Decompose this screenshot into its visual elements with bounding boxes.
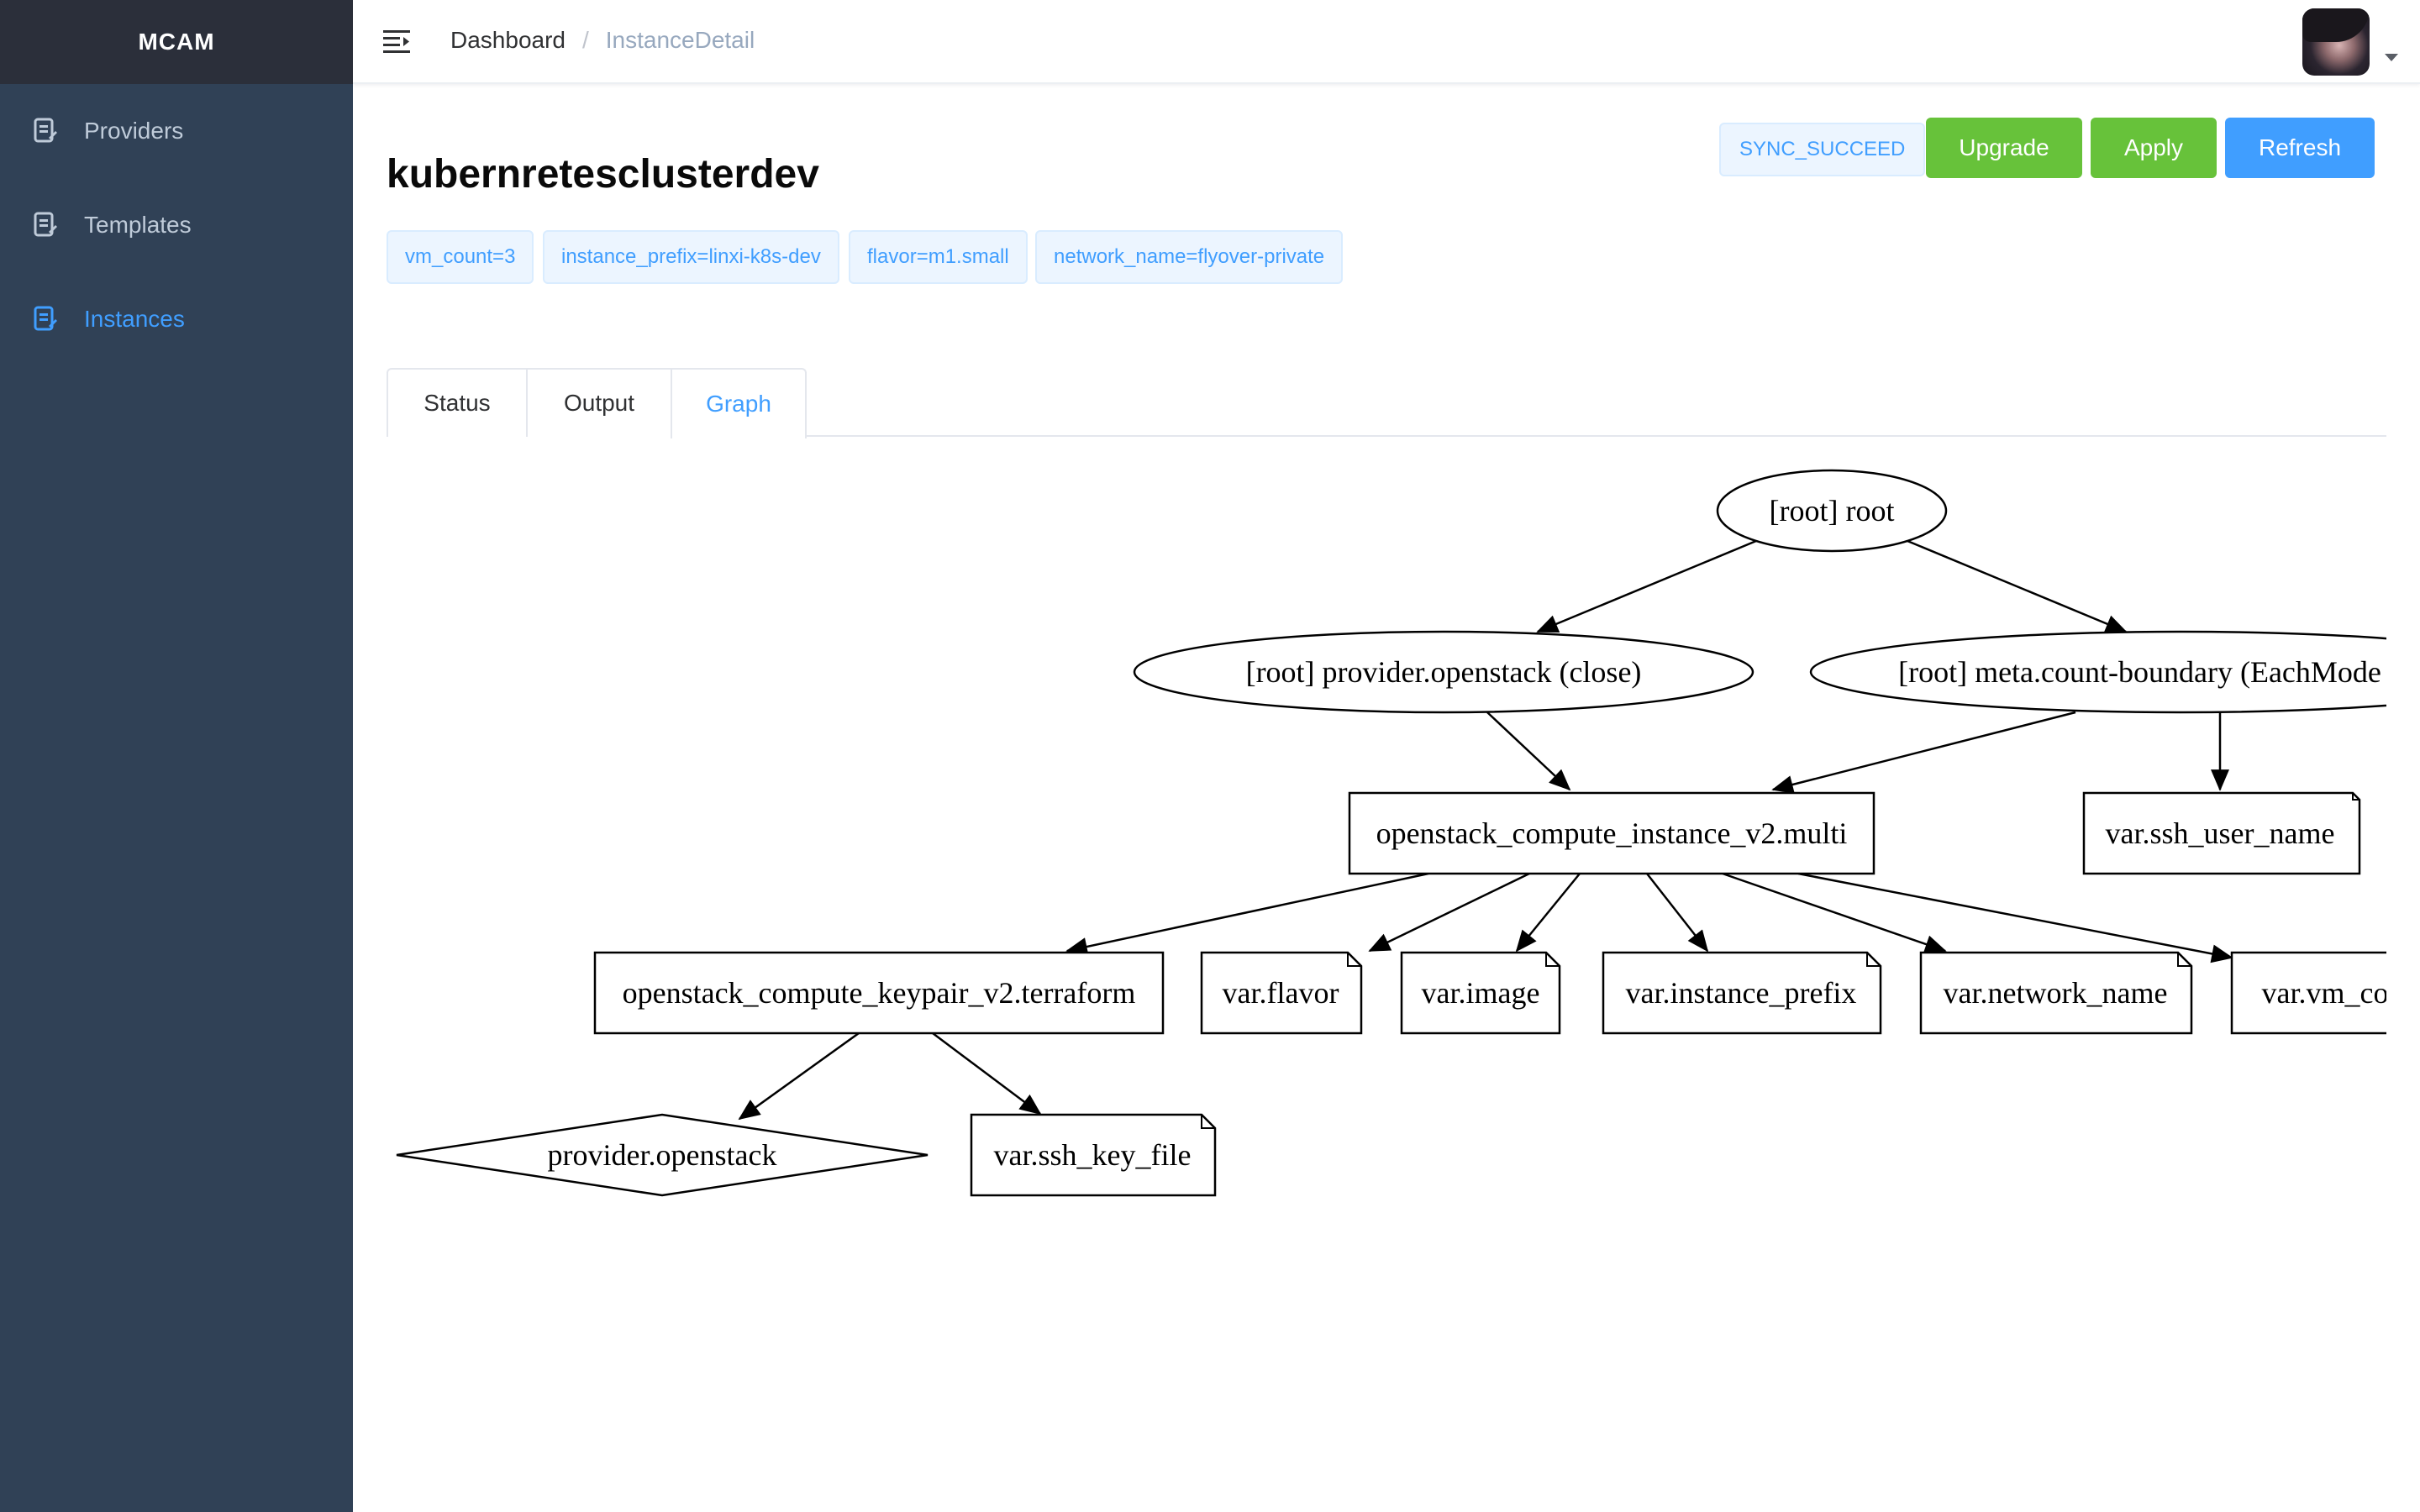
avatar[interactable]	[2302, 8, 2370, 76]
page-title: kubernretesclusterdev	[387, 152, 819, 197]
graph-node-image	[1400, 951, 1561, 1035]
top-navbar: Dashboard / InstanceDetail	[353, 0, 2420, 84]
app-logo: MCAM	[0, 0, 353, 84]
graph-node-label: [root] provider.openstack (close)	[1246, 655, 1642, 689]
upgrade-button[interactable]: Upgrade	[1926, 118, 2082, 178]
graph-edge	[1797, 872, 2233, 963]
graph-edge	[738, 1032, 860, 1121]
tab-bar: Status Output Graph	[387, 368, 2386, 438]
sidebar-item-templates[interactable]: Templates	[0, 178, 353, 272]
sidebar: MCAM Providers Templates Instances	[0, 0, 353, 1512]
graph-node-label: provider.openstack	[548, 1138, 777, 1172]
hamburger-menu-icon[interactable]	[381, 27, 412, 57]
graph-node-label: var.ssh_key_file	[994, 1138, 1192, 1172]
graph-node-provider-close	[1133, 630, 1754, 714]
refresh-button[interactable]: Refresh	[2225, 118, 2375, 178]
graph-node-flavor	[1200, 951, 1363, 1035]
variable-tag: network_name=flyover-private	[1035, 230, 1344, 284]
breadcrumb-separator: /	[581, 27, 589, 53]
graph-edge	[1065, 872, 1429, 956]
graph-node-provider	[396, 1113, 929, 1197]
graph-node-vmcount	[2230, 951, 2386, 1035]
tab-graph[interactable]: Graph	[671, 368, 807, 438]
graph-edge	[1646, 873, 1709, 953]
graph-node-label: var.flavor	[1223, 976, 1339, 1010]
main-content: kubernretesclusterdev SYNC_SUCCEED Upgra…	[353, 84, 2420, 1512]
graph-node-label: var.instance_prefix	[1626, 976, 1857, 1010]
graph-node-label: [root] root	[1770, 494, 1895, 528]
graph-node-sshkey	[970, 1113, 1217, 1197]
breadcrumb-current: InstanceDetail	[605, 27, 755, 53]
document-edit-icon	[34, 306, 57, 333]
breadcrumb-dashboard-link[interactable]: Dashboard	[450, 27, 566, 53]
graph-node-prefix	[1602, 951, 1882, 1035]
variable-tag: instance_prefix=linxi-k8s-dev	[543, 230, 839, 284]
tab-output[interactable]: Output	[526, 368, 672, 437]
graph-edge	[1771, 711, 2076, 794]
variable-tag: flavor=m1.small	[849, 230, 1028, 284]
graph-node-meta-count	[1809, 630, 2386, 714]
graph-edge	[932, 1032, 1042, 1116]
graph-node-label: [root] meta.count-boundary (EachMode fix…	[1898, 655, 2386, 689]
graph-node-label: openstack_compute_keypair_v2.terraform	[623, 976, 1136, 1010]
variable-tag: vm_count=3	[387, 230, 534, 284]
sidebar-item-label: Templates	[84, 212, 192, 238]
sidebar-item-providers[interactable]: Providers	[0, 84, 353, 178]
graph-node-root	[1716, 469, 1948, 553]
graph-node-label: var.ssh_user_name	[2106, 816, 2335, 850]
graph-edge	[1515, 873, 1581, 953]
graph-node-label: var.vm_count	[2262, 976, 2386, 1010]
status-badge: SYNC_SUCCEED	[1719, 123, 1926, 176]
document-edit-icon	[34, 212, 57, 239]
graph-node-ssh-user	[2082, 791, 2361, 875]
sidebar-item-label: Instances	[84, 306, 185, 332]
caret-down-icon[interactable]	[2385, 54, 2398, 61]
graph-edge	[1722, 872, 1947, 953]
graph-edge	[1368, 872, 1530, 953]
document-edit-icon	[34, 118, 57, 144]
graph-fold	[2177, 953, 2191, 967]
graph-fold	[1866, 953, 1881, 967]
graph-node-keypair	[593, 951, 1165, 1035]
sidebar-item-instances[interactable]: Instances	[0, 272, 353, 366]
graph-node-label: openstack_compute_instance_v2.multi	[1376, 816, 1848, 850]
graph-edge	[1486, 711, 1571, 791]
tab-status[interactable]: Status	[387, 368, 528, 437]
graph-node-label: var.image	[1422, 976, 1540, 1010]
graph-fold	[1545, 953, 1560, 967]
dependency-graph: [root] root [root] provider.openstack (c…	[387, 437, 2386, 1277]
sidebar-item-label: Providers	[84, 118, 184, 144]
breadcrumb: Dashboard / InstanceDetail	[450, 27, 755, 54]
apply-button[interactable]: Apply	[2091, 118, 2217, 178]
graph-edge	[1907, 539, 2128, 633]
graph-edge	[1536, 539, 1757, 633]
graph-fold	[2352, 793, 2360, 801]
graph-fold	[1201, 1115, 1215, 1129]
graph-fold	[1347, 953, 1361, 967]
graph-node-instance	[1348, 791, 1876, 875]
graph-node-network	[1919, 951, 2193, 1035]
graph-node-label: var.network_name	[1944, 976, 2168, 1010]
